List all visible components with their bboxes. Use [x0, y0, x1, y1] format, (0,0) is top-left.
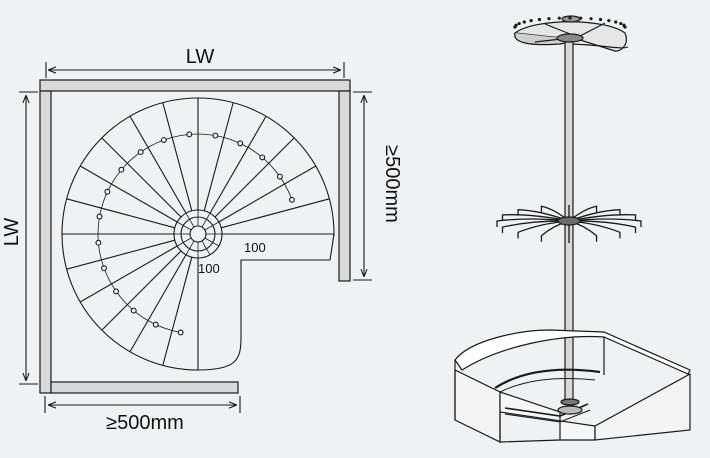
shelf-hub-spoke: [185, 240, 195, 255]
rack-hub: [557, 216, 581, 226]
tray-stud: [614, 20, 618, 24]
label-right-depth: ≥500mm: [381, 145, 403, 223]
cabinet-walls: [39, 79, 351, 394]
tray-stud: [517, 21, 521, 26]
shelf-notch-outline: [197, 233, 335, 371]
base-tray: [454, 329, 691, 443]
spiral-shelf: [61, 97, 335, 371]
tray-stud: [514, 23, 518, 27]
tray-stud: [579, 16, 583, 20]
shelf-hub-spoke: [204, 221, 219, 231]
tray-stud: [623, 25, 627, 29]
tray-stud: [537, 17, 542, 22]
shelf-stud: [276, 173, 283, 180]
shelf-hub-ring: [189, 225, 207, 243]
tray-stud: [529, 19, 533, 23]
shelf-step-line: [66, 239, 175, 270]
plan-view: LW LW ≥500mm ≥500mm 100 100: [1, 46, 403, 434]
tray-stud: [619, 21, 623, 26]
bottom-wall: [50, 381, 239, 394]
tray-stud: [589, 17, 593, 21]
shelf-step-line: [203, 102, 234, 211]
shelf-step-line: [79, 165, 178, 223]
right-wall: [338, 90, 351, 282]
shelf-stud: [137, 149, 144, 156]
top-wall: [39, 79, 351, 92]
shelf-step-line: [101, 250, 182, 331]
base-tray-front-face: [499, 391, 596, 441]
shelf-hub-spoke: [204, 237, 219, 247]
shelf-stud: [177, 329, 184, 336]
shelf-hub-spoke: [201, 213, 211, 228]
shelf-step-line: [129, 254, 187, 353]
label-left-height: LW: [1, 218, 23, 247]
tray-stud: [568, 16, 572, 20]
shelf-stud: [186, 131, 193, 138]
shelf-stud: [95, 239, 102, 246]
shelf-stud: [259, 154, 266, 161]
shelf-hub-spoke: [177, 221, 192, 231]
shelf-step-line: [162, 257, 193, 366]
base-tray-top-rim: [454, 329, 691, 375]
shelf-step-line: [79, 245, 178, 303]
shelf-stud: [212, 132, 219, 139]
shelf-stud: [152, 321, 159, 328]
shelf-step-line: [129, 115, 187, 214]
shelf-hub-spoke: [201, 240, 211, 255]
tray-stud: [522, 20, 526, 24]
shelf-step-line: [101, 137, 182, 218]
shelf-step-line: [214, 137, 295, 218]
shelf-stud: [118, 166, 125, 173]
shelf-step-line: [66, 198, 175, 229]
shelf-stud: [101, 265, 107, 272]
tray-stud: [547, 17, 551, 21]
shelf-step-line: [221, 198, 330, 229]
tray-stud: [598, 17, 603, 22]
base-tray-left-face: [454, 369, 501, 443]
tray-stud: [557, 16, 561, 20]
shelf-hub-spoke: [177, 237, 192, 247]
perspective-view: [454, 15, 691, 443]
label-inner-offset-vertical: 100: [198, 261, 220, 276]
shelf-step-line: [162, 102, 193, 211]
shelf-hub-spoke: [185, 213, 195, 228]
label-bottom-depth: ≥500mm: [106, 412, 184, 434]
tray-rim-studs: [513, 16, 627, 29]
base-tray-right-face: [594, 372, 691, 441]
shelf-stud: [104, 188, 111, 195]
shelf-step-line: [209, 115, 267, 214]
shelf-stud: [130, 307, 137, 314]
shelf-stud: [160, 137, 167, 143]
shelf-stud: [237, 140, 244, 147]
shelf-stud: [113, 288, 120, 295]
shelf-stud: [289, 196, 295, 203]
tray-stud: [607, 19, 611, 23]
dimension-lines: [19, 62, 372, 413]
shelf-step-line: [218, 165, 317, 223]
upper-tray: [513, 15, 629, 52]
left-wall: [39, 90, 52, 394]
label-inner-offset-horizontal: 100: [244, 240, 266, 255]
label-top-width: LW: [186, 46, 215, 68]
shelf-stud: [96, 213, 103, 220]
